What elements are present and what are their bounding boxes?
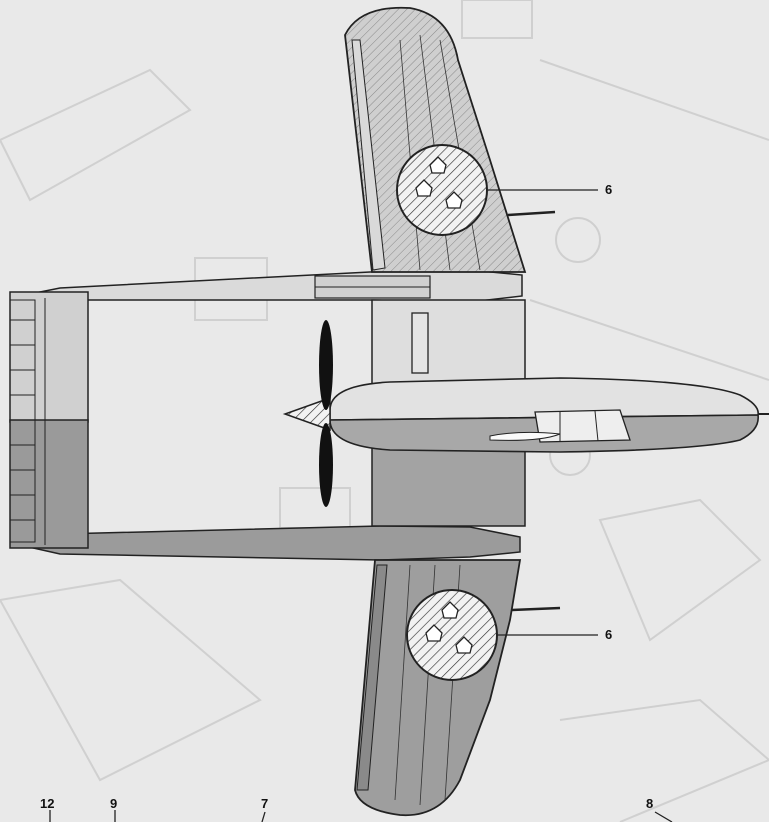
- horizontal-tail: [9, 291, 89, 549]
- upper-tail-boom: [19, 269, 523, 303]
- callout-label-12: 12: [40, 796, 55, 811]
- lower-tail-boom: [19, 525, 521, 561]
- propeller: [282, 320, 333, 507]
- callout-label-upper-roundel: 6: [605, 182, 613, 197]
- callout-label-9: 9: [110, 796, 118, 811]
- leader-lines: [49, 189, 673, 822]
- fuselage-pod: [329, 377, 769, 453]
- lower-wing-roundel: [406, 589, 498, 681]
- callout-label-8: 8: [646, 796, 654, 811]
- callout-label-lower-roundel: 6: [605, 627, 613, 642]
- upper-wing-roundel: [396, 144, 488, 236]
- callout-label-7: 7: [261, 796, 269, 811]
